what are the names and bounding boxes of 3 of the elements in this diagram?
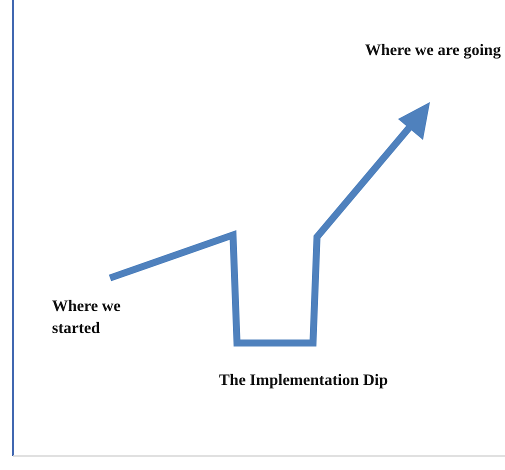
annotation-label: Where we started xyxy=(52,297,122,339)
annotation-label: Where we are going xyxy=(365,41,502,61)
annotation-label: The Implementation Dip xyxy=(219,371,389,391)
